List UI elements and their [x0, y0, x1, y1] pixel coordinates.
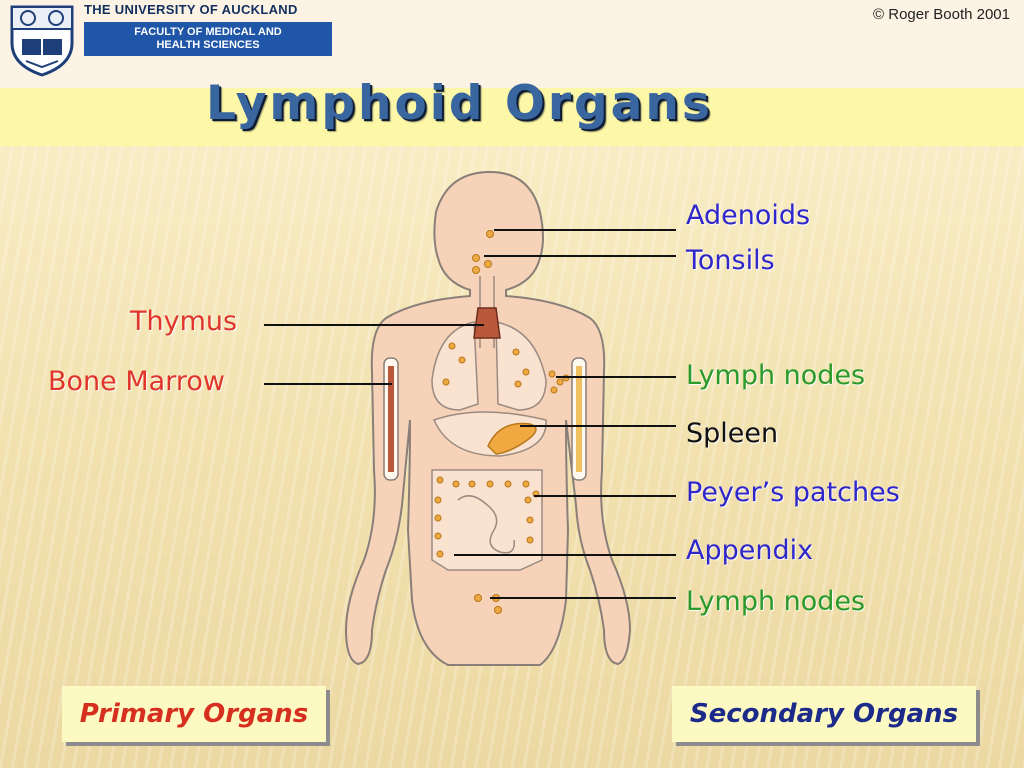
label-adenoids: Adenoids	[686, 200, 811, 231]
faculty-badge: FACULTY OF MEDICAL AND HEALTH SCIENCES	[84, 22, 332, 56]
leader-lines	[264, 229, 676, 599]
thymus-organ	[473, 307, 501, 339]
spleen-organ	[487, 422, 537, 455]
legend-primary-organs: Primary Organs	[62, 686, 326, 742]
label-peyers-patches: Peyer’s patches	[686, 477, 900, 508]
lung-left	[431, 321, 479, 411]
lung-right	[495, 321, 547, 411]
university-name: THE UNIVERSITY OF AUCKLAND	[84, 2, 298, 17]
faculty-line-1: FACULTY OF MEDICAL AND	[134, 26, 282, 38]
lymph-nodes-dots	[434, 230, 570, 614]
label-spleen: Spleen	[686, 418, 779, 449]
label-bone-marrow: Bone Marrow	[48, 366, 225, 397]
label-thymus: Thymus	[130, 306, 238, 337]
label-lymph-nodes-lower: Lymph nodes	[686, 586, 866, 617]
legend-secondary-organs: Secondary Organs	[672, 686, 976, 742]
faculty-line-2: HEALTH SCIENCES	[156, 39, 260, 51]
label-lymph-nodes-upper: Lymph nodes	[686, 360, 866, 391]
bone-marrow-left-core	[388, 366, 394, 472]
bone-marrow-right-core	[576, 366, 582, 472]
slide-title: Lymphoid Organs	[206, 76, 713, 131]
university-crest-icon	[10, 5, 74, 77]
small-intestine	[457, 495, 515, 554]
title-band	[0, 88, 1024, 146]
label-tonsils: Tonsils	[686, 245, 775, 276]
label-appendix: Appendix	[686, 535, 814, 566]
copyright-notice: © Roger Booth 2001	[873, 6, 1010, 23]
